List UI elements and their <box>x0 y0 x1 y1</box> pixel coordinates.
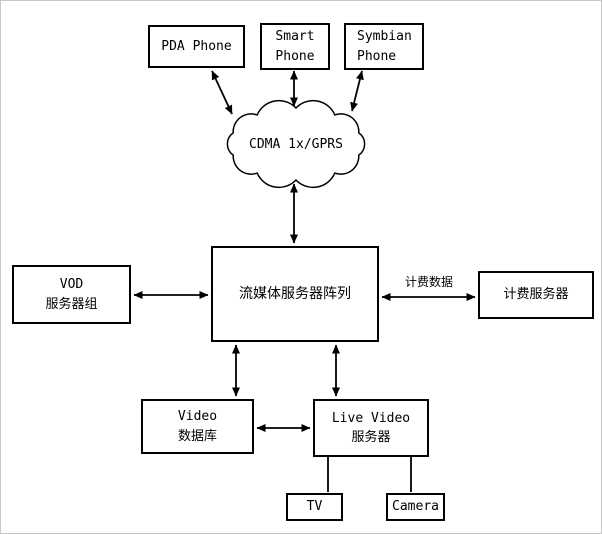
node-vod-server-group: VOD 服务器组 <box>12 265 131 324</box>
node-video-database: Video 数据库 <box>141 399 254 454</box>
cloud-shape <box>226 99 366 189</box>
node-live-video-server: Live Video 服务器 <box>313 399 429 457</box>
node-symbian-phone: Symbian Phone <box>344 23 424 70</box>
node-tv: TV <box>286 493 343 521</box>
edge-symbian-cloud <box>350 70 364 112</box>
node-pda-phone: PDA Phone <box>148 25 245 68</box>
edge-label-billing-data: 计费数据 <box>404 275 453 289</box>
node-camera: Camera <box>386 493 445 521</box>
cloud-label: CDMA 1x/GPRS <box>249 137 343 152</box>
edge-pda-cloud <box>211 70 233 115</box>
node-billing-server: 计费服务器 <box>478 271 594 319</box>
node-streaming-server-array: 流媒体服务器阵列 <box>211 246 379 342</box>
node-smart-phone: Smart Phone <box>260 23 330 70</box>
